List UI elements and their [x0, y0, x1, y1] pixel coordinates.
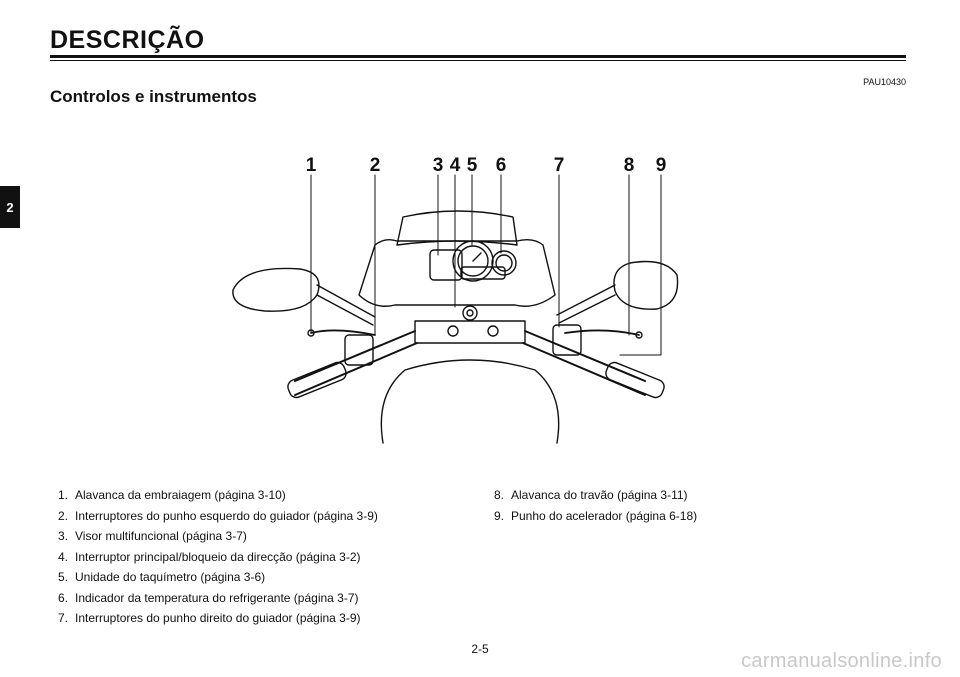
main-switch [462, 305, 478, 321]
legend-item: 9.Punho do acelerador (página 6-18) [494, 508, 698, 523]
legend-item: 2.Interruptores do punho esquerdo do gui… [58, 508, 378, 523]
legend-item: 8.Alavanca do travão (página 3-11) [494, 488, 688, 502]
right-switch-housing [552, 324, 582, 356]
brake-lever [564, 329, 640, 336]
right-mirror [613, 260, 679, 310]
chapter-tab[interactable]: 2 [0, 186, 20, 228]
fairing [358, 238, 556, 307]
legend-item: 6.Indicador da temperatura do refrigeran… [58, 590, 359, 605]
throttle-grip [605, 361, 665, 399]
legend-right: 8.Alavanca do travão (página 3-11) 9.Pun… [494, 485, 697, 526]
callout-5: 5 [467, 155, 478, 176]
title-rule [50, 55, 906, 58]
handlebar-illustration: 1 2 3 4 5 6 7 8 9 [232, 155, 679, 444]
fuel-tank [380, 359, 560, 444]
clutch-lever [310, 329, 376, 336]
legend-item: 4.Interruptor principal/bloqueio da dire… [58, 549, 361, 564]
left-mirror [232, 267, 320, 312]
multifunction-display [429, 249, 463, 281]
legend-left: 1.Alavanca da embraiagem (página 3-10) 2… [58, 485, 378, 629]
callout-6: 6 [496, 155, 507, 176]
callout-4: 4 [450, 155, 461, 176]
right-mirror-stem [556, 284, 616, 316]
right-handlebar [524, 330, 646, 382]
legend-item: 1.Alavanca da embraiagem (página 3-10) [58, 488, 286, 502]
left-grip [287, 361, 347, 399]
page-title: DESCRIÇÃO [50, 26, 205, 54]
callout-2: 2 [370, 155, 381, 176]
triple-clamp [414, 320, 526, 344]
legend-item: 3.Visor multifuncional (página 3-7) [58, 529, 247, 543]
callout-1: 1 [306, 155, 317, 176]
windscreen [396, 210, 518, 246]
left-handlebar [294, 330, 416, 382]
callout-9: 9 [656, 155, 667, 176]
left-mirror-stem [316, 284, 376, 318]
left-switch-housing [344, 334, 374, 366]
title-rule-thin [50, 60, 906, 61]
temperature-gauge [491, 250, 517, 276]
callout-8: 8 [624, 155, 635, 176]
callout-3: 3 [433, 155, 444, 176]
page-number: 2-5 [471, 642, 489, 656]
speedometer [452, 240, 494, 282]
watermark: carmanualsonline.info [741, 650, 942, 672]
legend-item: 5.Unidade do taquímetro (página 3-6) [58, 570, 266, 584]
legend-item: 7.Interruptores do punho direito do guia… [58, 611, 361, 625]
section-title: Controlos e instrumentos [50, 87, 257, 106]
callout-7: 7 [554, 155, 565, 176]
section-code: PAU10430 [863, 77, 906, 87]
